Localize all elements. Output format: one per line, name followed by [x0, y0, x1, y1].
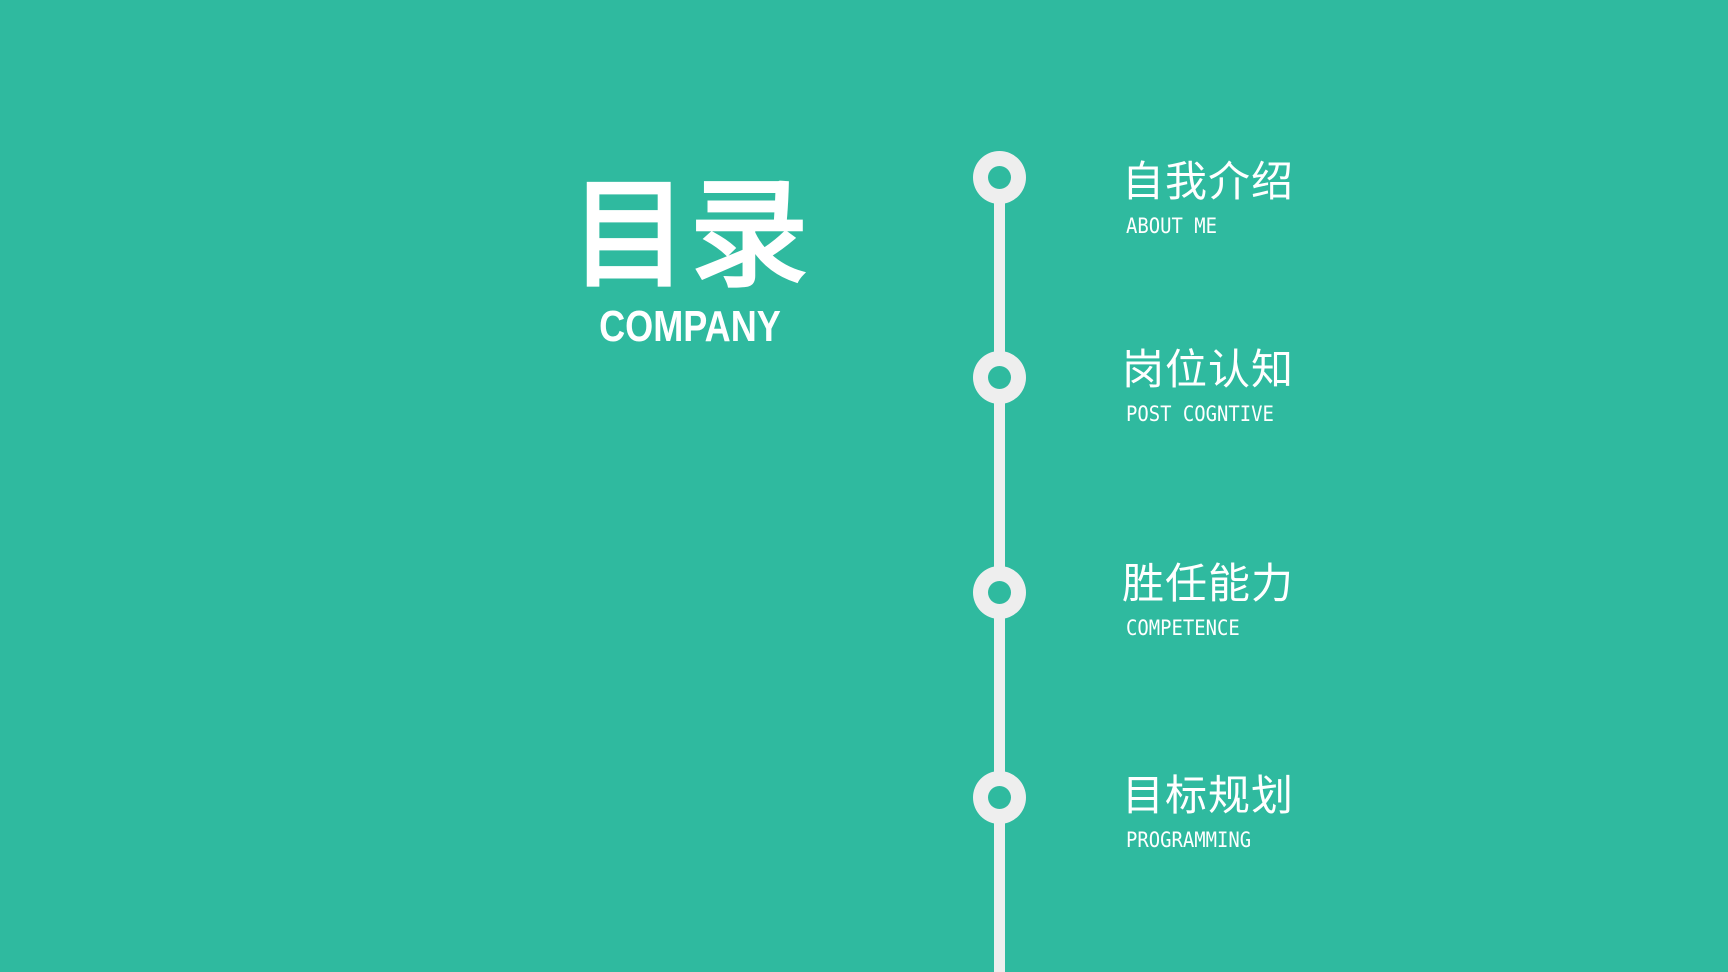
page-title: 目录: [569, 166, 810, 304]
timeline-node-hole: [988, 366, 1011, 389]
toc-item-about-me[interactable]: 自我介绍 ABOUT ME: [1122, 156, 1422, 240]
toc-item-title: 自我介绍: [1122, 157, 1295, 206]
toc-item-subtitle: COMPETENCE: [1126, 616, 1240, 640]
timeline-node-2: [973, 351, 1026, 404]
timeline-node-3: [973, 566, 1026, 619]
toc-item-programming[interactable]: 目标规划 PROGRAMMING: [1122, 770, 1422, 854]
toc-item-title: 目标规划: [1122, 771, 1295, 820]
timeline-node-4: [973, 771, 1026, 824]
timeline-node-1: [973, 151, 1026, 204]
toc-item-post-cognitive[interactable]: 岗位认知 POST COGNTIVE: [1122, 344, 1422, 428]
toc-item-subtitle: ABOUT ME: [1126, 214, 1218, 238]
toc-item-subtitle: POST COGNTIVE: [1126, 402, 1274, 426]
timeline-node-hole: [988, 166, 1011, 189]
toc-item-subtitle: PROGRAMMING: [1126, 828, 1252, 852]
timeline-node-hole: [988, 581, 1011, 604]
page-subtitle: COMPANY: [599, 302, 781, 351]
title-block: 目录 COMPANY: [560, 170, 820, 352]
toc-item-title: 岗位认知: [1122, 345, 1295, 394]
toc-item-title: 胜任能力: [1122, 559, 1295, 608]
toc-item-competence[interactable]: 胜任能力 COMPETENCE: [1122, 558, 1422, 642]
timeline-node-hole: [988, 786, 1011, 809]
